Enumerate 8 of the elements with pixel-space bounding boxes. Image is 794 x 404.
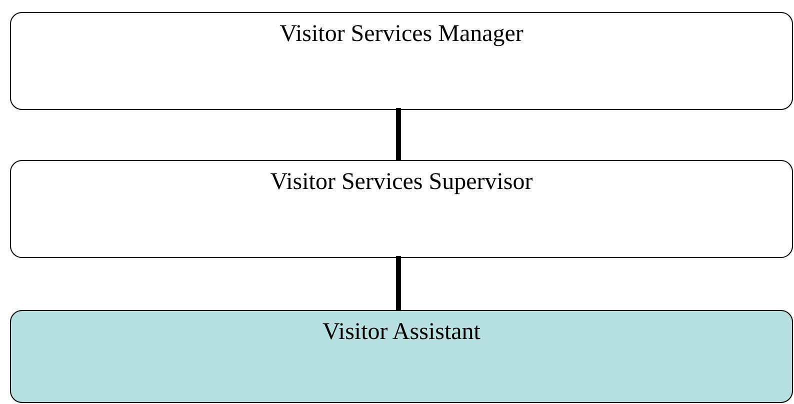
connector-line <box>396 256 401 310</box>
connector-line <box>396 108 401 160</box>
role-title: Visitor Assistant <box>322 319 482 346</box>
role-title: Visitor Services Manager <box>278 21 524 48</box>
role-box <box>10 160 793 258</box>
role-box <box>10 310 793 403</box>
role-title: Visitor Services Supervisor <box>269 169 534 196</box>
role-box <box>10 12 793 110</box>
